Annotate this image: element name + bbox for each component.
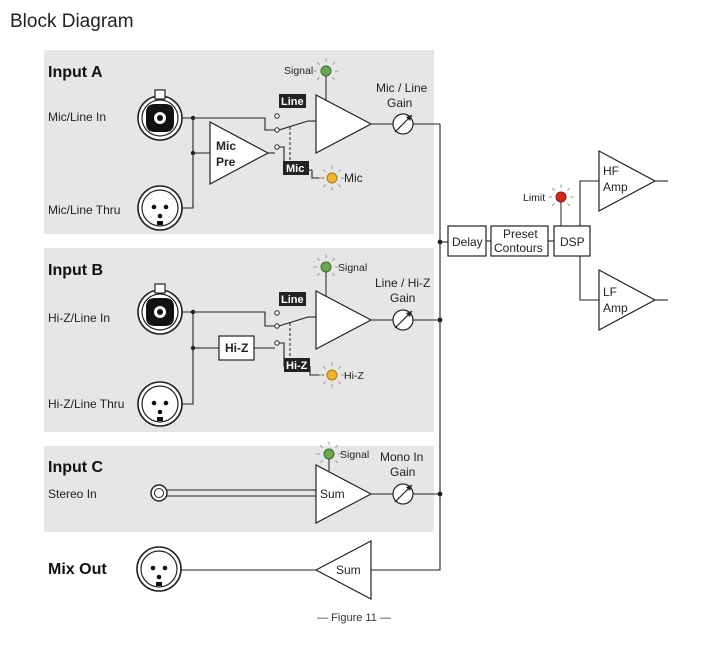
xlr-connector-icon bbox=[137, 185, 183, 231]
mic-preamp-label-2: Pre bbox=[216, 155, 236, 169]
dsp-label: DSP bbox=[560, 235, 585, 249]
input-c-gain-label-1: Mono In bbox=[380, 450, 423, 464]
input-b-signal-label: Signal bbox=[338, 262, 367, 274]
input-a-xlr-label: Mic/Line Thru bbox=[48, 203, 120, 217]
input-b-xlr-label: Hi-Z/Line Thru bbox=[48, 397, 124, 411]
mix-out-title: Mix Out bbox=[48, 561, 107, 578]
input-b-gain-label-2: Gain bbox=[390, 291, 415, 305]
input-b-switch bbox=[278, 316, 309, 327]
dsp-box bbox=[553, 225, 591, 257]
input-c-jack-label: Stereo In bbox=[48, 487, 97, 501]
input-b-signal-led bbox=[320, 261, 332, 273]
mic-preamp bbox=[209, 120, 270, 186]
hf-amp bbox=[598, 149, 657, 213]
limit-label: Limit bbox=[523, 192, 545, 204]
input-b-gain-knob-icon[interactable] bbox=[392, 309, 414, 331]
input-a-mic-led bbox=[326, 172, 338, 184]
input-a-title: Input A bbox=[48, 64, 103, 81]
input-b-jack-label: Hi-Z/Line In bbox=[48, 311, 110, 325]
limit-led bbox=[555, 191, 567, 203]
input-c-signal-label: Signal bbox=[340, 449, 369, 461]
input-a-signal-label: Signal bbox=[284, 65, 313, 77]
input-a-gain-label-1: Mic / Line bbox=[376, 81, 428, 95]
input-b-hiz-tag bbox=[284, 358, 310, 372]
preset-label-1: Preset bbox=[503, 227, 538, 241]
lf-amp-label-1: LF bbox=[603, 285, 617, 299]
mic-preamp-label-1: Mic bbox=[216, 139, 236, 153]
xlr-connector-icon bbox=[136, 546, 182, 592]
input-a-amp bbox=[315, 94, 373, 154]
input-a-jack-label: Mic/Line In bbox=[48, 110, 106, 124]
input-c-panel bbox=[44, 446, 434, 532]
input-a-switch bbox=[278, 120, 309, 131]
input-a-gain-knob-icon[interactable] bbox=[392, 113, 414, 135]
input-b-gain-label-1: Line / Hi-Z bbox=[375, 276, 430, 290]
input-b-line-tag bbox=[279, 292, 306, 306]
input-b-title: Input B bbox=[48, 262, 103, 279]
input-b-amp bbox=[315, 290, 373, 350]
hi-z-box bbox=[218, 335, 255, 361]
xlr-connector-icon bbox=[137, 381, 183, 427]
stereo-jack-icon bbox=[150, 484, 168, 502]
input-c-signal-led bbox=[323, 448, 335, 460]
input-a-line-tag-text: Line bbox=[281, 96, 304, 108]
input-a-mic-tag bbox=[283, 161, 309, 175]
hi-z-box-label: Hi-Z bbox=[225, 341, 248, 355]
hf-amp-label-2: Amp bbox=[603, 180, 628, 194]
delay-box bbox=[447, 225, 487, 257]
input-c-sum-amp bbox=[315, 464, 373, 524]
mix-out-sum-amp bbox=[314, 540, 372, 600]
input-c-sum-label: Sum bbox=[320, 487, 345, 501]
input-c-title: Input C bbox=[48, 459, 104, 476]
preset-label-2: Contours bbox=[494, 241, 543, 255]
input-a-signal-led bbox=[320, 65, 332, 77]
input-a-gain-label-2: Gain bbox=[387, 96, 412, 110]
lf-amp bbox=[598, 268, 657, 332]
input-b-line-tag-text: Line bbox=[281, 294, 304, 306]
input-a-line-tag bbox=[279, 94, 306, 108]
hf-amp-label-1: HF bbox=[603, 164, 619, 178]
input-a-mic-led-label: Mic bbox=[344, 171, 363, 185]
mix-out-sum-label: Sum bbox=[336, 563, 361, 577]
input-c-gain-label-2: Gain bbox=[390, 465, 415, 479]
input-a-mic-tag-text: Mic bbox=[286, 163, 304, 175]
page-title: Block Diagram bbox=[10, 11, 134, 32]
figure-caption: — Figure 11 — bbox=[317, 612, 391, 624]
input-b-hiz-led-label: Hi-Z bbox=[344, 370, 364, 382]
preset-contours-box bbox=[490, 225, 549, 257]
input-b-hiz-led bbox=[326, 369, 338, 381]
delay-label: Delay bbox=[452, 235, 483, 249]
input-c-gain-knob-icon[interactable] bbox=[392, 483, 414, 505]
lf-amp-label-2: Amp bbox=[603, 301, 628, 315]
input-b-hiz-tag-text: Hi-Z bbox=[286, 360, 308, 372]
